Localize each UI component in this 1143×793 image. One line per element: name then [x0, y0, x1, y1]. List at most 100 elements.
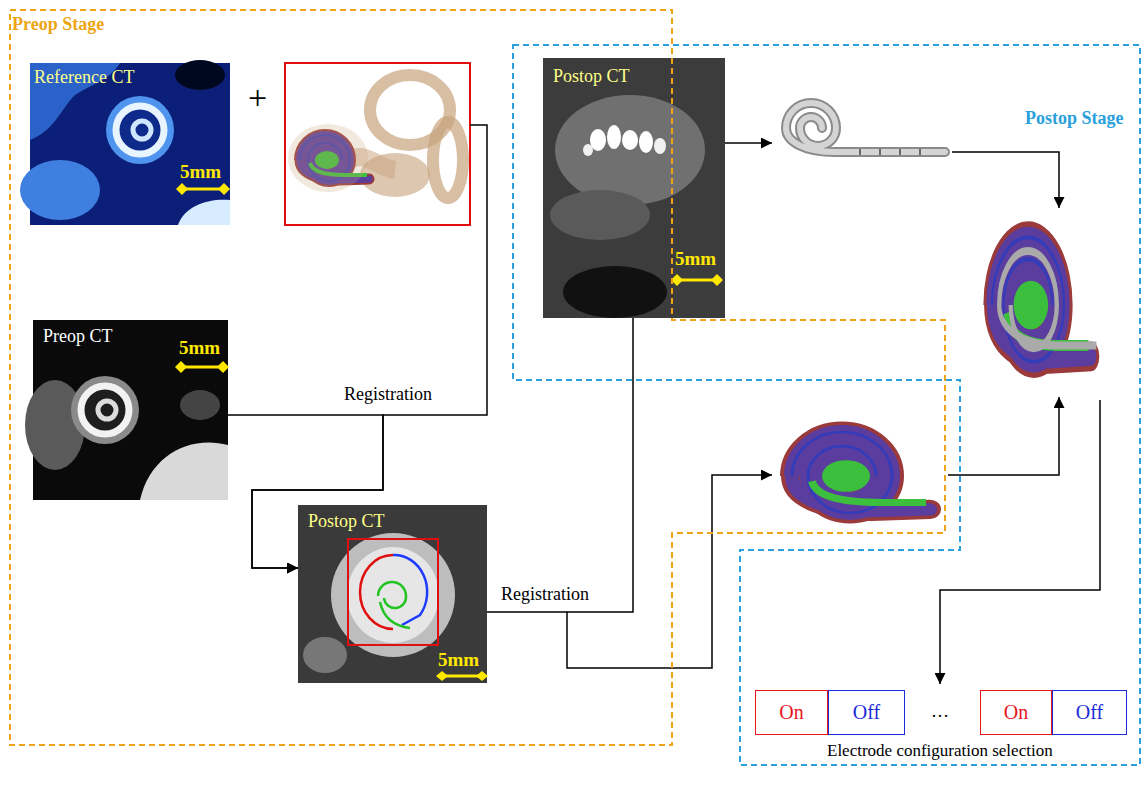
caption-text: Electrode configuration selection — [825, 741, 1055, 761]
scale-bar — [436, 671, 488, 681]
drawing-part — [940, 400, 1100, 684]
drawing-part — [899, 149, 901, 155]
cochlea-model-box — [285, 63, 470, 225]
dashed-outline — [10, 10, 945, 745]
switch-state: On — [779, 701, 803, 724]
drawing-part — [639, 131, 653, 153]
drawing-part — [792, 432, 930, 513]
drawing-part — [98, 401, 116, 419]
image-title: Postop CT — [308, 511, 385, 532]
drawing-part — [948, 397, 1059, 475]
drawing-part — [20, 160, 100, 220]
drawing-part — [180, 390, 220, 420]
drawing-part — [583, 144, 593, 156]
drawing-part — [380, 602, 410, 628]
flow-arrows — [487, 143, 1100, 684]
drawing-part — [182, 188, 224, 191]
scale-label: 5mm — [180, 161, 221, 183]
stage-title: Postop Stage — [1025, 108, 1124, 129]
plus-sign: + — [246, 78, 269, 117]
drawing-part — [298, 505, 487, 683]
edge-label: Registration — [342, 384, 434, 405]
stage-region: Postop Stage Postop CT 5mmOn Off On Off — [513, 45, 1140, 765]
drawing-part — [622, 130, 638, 150]
preop-ct-image — [25, 320, 229, 500]
drawing-part — [303, 637, 347, 673]
drawing-part — [555, 95, 705, 205]
ct-image: Postop CT 5mm — [543, 58, 725, 318]
ellipsis: … — [929, 701, 951, 722]
drawing-part — [725, 142, 772, 144]
drawing-part — [175, 60, 225, 90]
dashed-outline — [513, 45, 1140, 765]
drawing-part — [543, 58, 725, 318]
scale-bar — [175, 361, 229, 373]
drawing-part — [654, 138, 666, 154]
switch-state: Off — [1076, 701, 1103, 724]
stage-outline — [10, 10, 945, 745]
image-title: Preop CT — [43, 326, 113, 347]
electrode-switch-box: On — [980, 690, 1052, 735]
drawing-part — [550, 190, 650, 240]
image-title: Postop CT — [553, 66, 630, 87]
drawing-part — [378, 582, 406, 608]
drawing-part — [331, 533, 455, 657]
connector-arrow — [228, 415, 383, 568]
drawing-part — [563, 266, 667, 318]
switch-state: On — [1004, 701, 1028, 724]
drawing-part — [217, 361, 229, 373]
drawing-part — [140, 442, 228, 500]
drawing-part — [288, 124, 368, 192]
drawing-part — [71, 376, 139, 444]
drawing-part — [919, 149, 921, 155]
drawing-part — [348, 539, 438, 645]
drawing-part — [178, 200, 230, 225]
stage-region: Preop StageReference CT5mmPreop CT5mmPos… — [10, 10, 945, 745]
combined-model — [992, 238, 1096, 362]
image-title: Reference CT — [34, 67, 134, 88]
drawing-part — [711, 274, 723, 286]
drawing-part — [116, 106, 164, 154]
drawing-part — [218, 183, 230, 195]
drawing-part — [285, 63, 470, 225]
cochlea-model — [792, 432, 930, 513]
scale-bar — [176, 183, 230, 195]
drawing-part — [487, 475, 772, 668]
step-label: Registration — [499, 584, 591, 605]
postop-ct-image — [543, 58, 725, 318]
drawing-part — [181, 366, 223, 369]
connector-arrow — [252, 125, 487, 568]
switch-state: Off — [853, 701, 880, 724]
scale-label: 5mm — [438, 649, 479, 671]
drawing-part — [879, 149, 881, 155]
drawing-part — [133, 121, 151, 139]
ct-image: Preop CT 5mm — [33, 320, 228, 500]
stage-outline — [513, 45, 1140, 765]
drawing-part — [786, 103, 945, 152]
drawing-part — [952, 152, 1059, 208]
drawing-part — [176, 183, 188, 195]
drawing-part — [175, 361, 187, 373]
electrode-switch-box: On — [755, 690, 828, 735]
scale-label: 5mm — [179, 337, 220, 359]
drawing-part — [106, 96, 174, 164]
drawing-part — [81, 386, 129, 434]
drawing-part — [860, 149, 920, 155]
drawing-part — [436, 671, 448, 681]
ct-image: Postop CT 5mm — [298, 505, 487, 683]
drawing-part — [433, 122, 463, 198]
drawing-part — [347, 547, 439, 643]
drawing-part — [786, 103, 945, 152]
postop-ct-contour-image — [298, 505, 488, 683]
drawing-part — [567, 318, 633, 612]
electrode-array — [786, 103, 945, 155]
scale-label: 5mm — [675, 248, 716, 270]
drawing-part — [476, 671, 488, 681]
electrode-switch-box: Off — [828, 690, 905, 735]
reference-ct-image — [20, 60, 230, 225]
electrode-switch-box: Off — [1052, 690, 1127, 735]
drawing-part — [859, 149, 861, 155]
